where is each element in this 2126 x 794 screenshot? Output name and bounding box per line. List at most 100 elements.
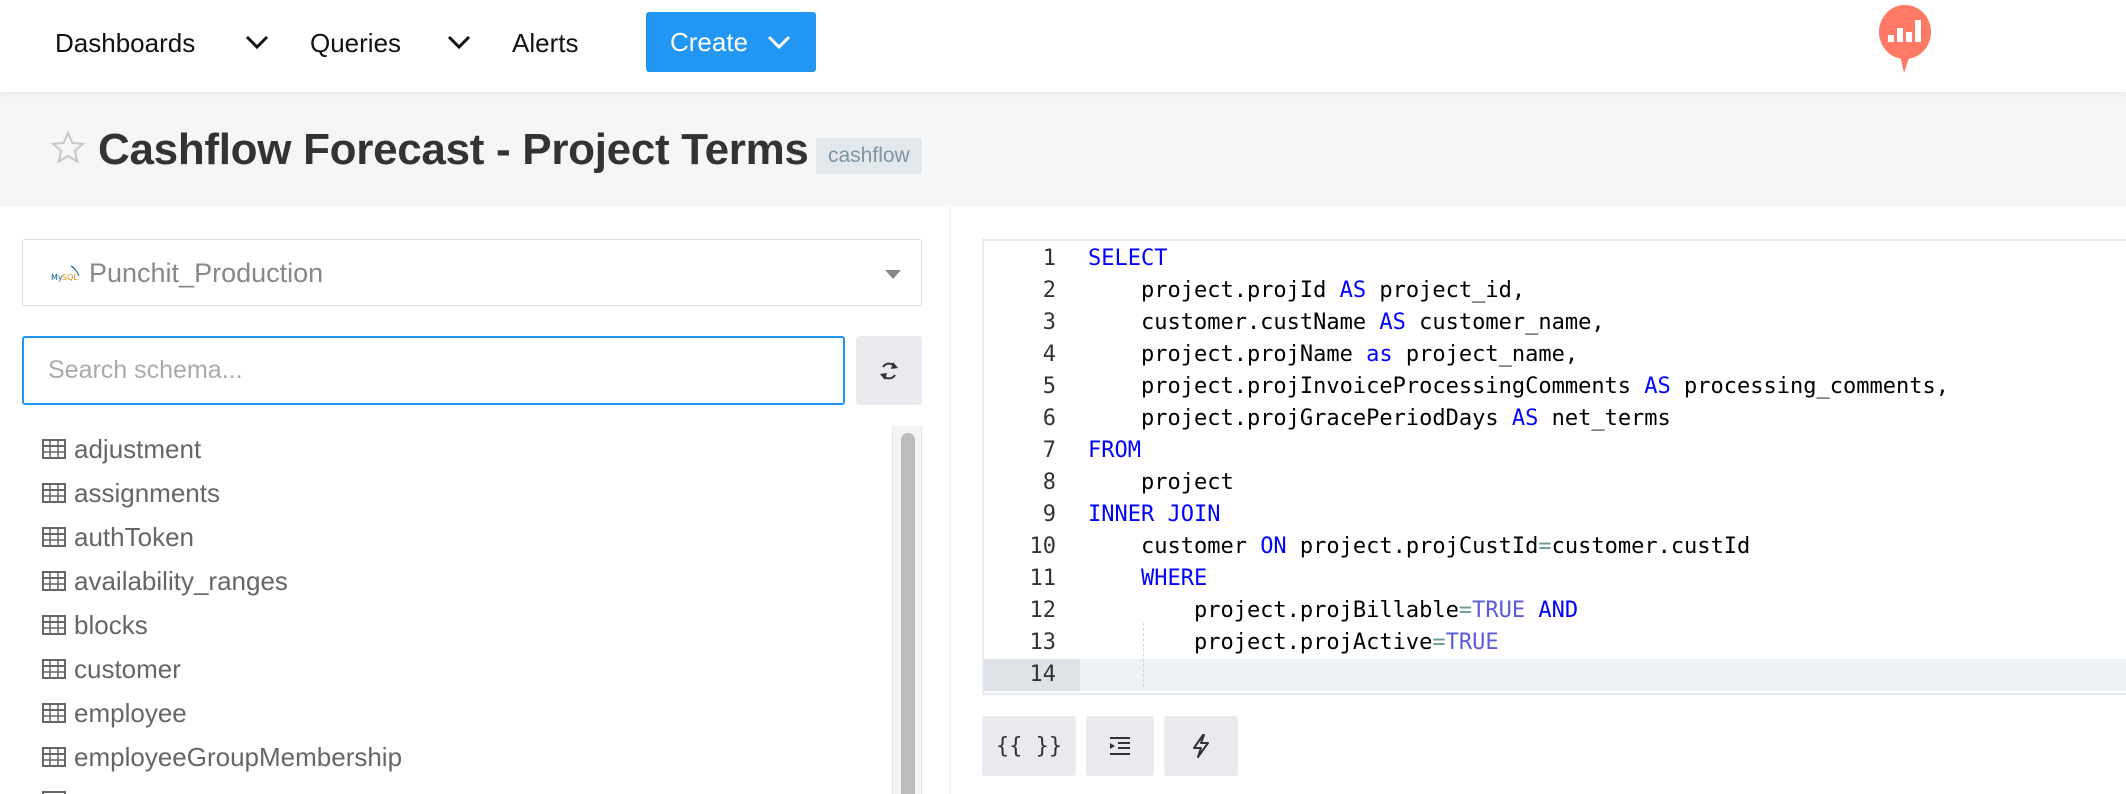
nav-dashboards[interactable]: Dashboards xyxy=(55,28,196,58)
favorite-star-icon[interactable] xyxy=(50,130,86,166)
add-parameter-button[interactable]: {{ }} xyxy=(982,716,1076,776)
sql-identifier xyxy=(1525,598,1538,623)
code-line[interactable]: 12 project.projBillable=TRUE AND xyxy=(984,595,2126,627)
schema-table-item[interactable]: employee xyxy=(42,695,187,731)
schema-table-item[interactable]: customer xyxy=(42,651,181,687)
code-line[interactable]: 10 customer ON project.projCustId=custom… xyxy=(984,531,2126,563)
top-navbar: Dashboards Queries Alerts Create xyxy=(0,0,2126,92)
table-icon xyxy=(42,659,66,679)
nav-queries[interactable]: Queries xyxy=(310,28,402,58)
sql-identifier: project.projId xyxy=(1088,278,1340,303)
code-line[interactable]: 2 project.projId AS project_id, xyxy=(984,275,2126,307)
sql-identifier: project.projInvoiceProcessingComments xyxy=(1088,374,1645,399)
autocomplete-toggle-button[interactable] xyxy=(1164,716,1238,776)
sql-identifier: customer.custName xyxy=(1088,310,1380,335)
nav-alerts[interactable]: Alerts xyxy=(512,28,579,58)
sql-identifier: project.projActive xyxy=(1088,630,1433,655)
line-number: 3 xyxy=(1042,310,1056,335)
code-text: project xyxy=(1088,467,1234,499)
page-title[interactable]: Cashflow Forecast - Project Terms xyxy=(98,125,809,174)
line-number: 5 xyxy=(1042,374,1056,399)
code-text: WHERE xyxy=(1088,563,1207,595)
code-line[interactable]: 7 FROM xyxy=(984,435,2126,467)
queries-chevron-down-icon[interactable] xyxy=(446,32,472,52)
code-line[interactable]: 13 project.projActive=TRUE xyxy=(984,627,2126,659)
schema-table-item[interactable]: blocks xyxy=(42,607,148,643)
sql-keyword: WHERE xyxy=(1140,566,1208,591)
dashboards-chevron-down-icon[interactable] xyxy=(244,32,270,52)
schema-table-list: adjustment assignments authToken availab… xyxy=(0,427,880,794)
line-number: 13 xyxy=(1029,630,1057,655)
line-number: 8 xyxy=(1042,470,1056,495)
data-source-select[interactable]: My SQL Punchit_Production xyxy=(22,239,922,306)
line-number: 2 xyxy=(1042,278,1056,303)
code-text: project.projActive=TRUE xyxy=(1088,627,1499,659)
code-line[interactable]: 14 xyxy=(984,659,2126,691)
sql-keyword: FROM xyxy=(1088,438,1141,463)
sql-identifier: project.projName xyxy=(1088,342,1367,367)
svg-text:SQL: SQL xyxy=(62,273,78,282)
sql-keyword: AS xyxy=(1339,278,1367,303)
code-line[interactable]: 8 project xyxy=(984,467,2126,499)
schema-table-item[interactable]: availability_ranges xyxy=(42,563,288,599)
sql-keyword: AS xyxy=(1379,310,1406,335)
sql-identifier: customer xyxy=(1088,534,1261,559)
data-source-name: Punchit_Production xyxy=(89,258,324,288)
sql-operator: = xyxy=(1432,630,1446,655)
code-text: project.projId AS project_id, xyxy=(1088,275,1525,307)
caret-down-icon xyxy=(885,270,901,279)
refresh-schema-button[interactable] xyxy=(856,336,922,405)
line-number: 14 xyxy=(1029,662,1057,687)
table-icon xyxy=(42,791,66,794)
schema-table-item[interactable]: assignments xyxy=(42,475,220,511)
redash-logo-icon[interactable] xyxy=(1878,5,1932,73)
sql-keyword: AND xyxy=(1538,598,1579,623)
code-line[interactable]: 3 customer.custName AS customer_name, xyxy=(984,307,2126,339)
sql-identifier xyxy=(1088,566,1141,591)
sql-identifier: project.projCustId xyxy=(1286,534,1539,559)
code-line[interactable]: 4 project.projName as project_name, xyxy=(984,339,2126,371)
code-line[interactable]: 6 project.projGracePeriodDays AS net_ter… xyxy=(984,403,2126,435)
create-button[interactable]: Create xyxy=(646,12,816,72)
indent-guide xyxy=(1143,623,1144,687)
schema-table-item[interactable]: authToken xyxy=(42,519,194,555)
sql-keyword: ON xyxy=(1260,534,1287,559)
sql-identifier: project_id, xyxy=(1366,278,1526,303)
line-number: 10 xyxy=(1029,534,1057,559)
lightning-bolt-icon xyxy=(1193,734,1209,758)
code-text: customer.custName AS customer_name, xyxy=(1088,307,1605,339)
table-icon xyxy=(42,571,66,591)
code-text: SELECT xyxy=(1088,243,1167,275)
code-line[interactable]: 5 project.projInvoiceProcessingComments … xyxy=(984,371,2126,403)
tag-badge[interactable]: cashflow xyxy=(816,138,922,174)
table-name: customer xyxy=(74,654,181,684)
table-icon xyxy=(42,439,66,459)
table-icon xyxy=(42,747,66,767)
create-button-label: Create xyxy=(670,27,749,57)
line-number: 4 xyxy=(1042,342,1056,367)
schema-scrollbar[interactable] xyxy=(892,426,922,794)
svg-text:My: My xyxy=(51,273,63,282)
sql-operator: = xyxy=(1458,598,1473,623)
schema-scrollbar-thumb[interactable] xyxy=(901,433,915,794)
format-query-button[interactable] xyxy=(1086,716,1154,776)
table-name: availability_ranges xyxy=(74,566,288,596)
line-number: 9 xyxy=(1042,502,1056,527)
schema-table-item[interactable]: employeeGroupMembership xyxy=(42,739,402,775)
sql-keyword: SELECT xyxy=(1088,246,1168,271)
sql-identifier: project_name, xyxy=(1392,342,1579,367)
table-icon xyxy=(42,615,66,635)
schema-panel: My SQL Punchit_Production adjustment ass… xyxy=(0,207,951,794)
line-number: 6 xyxy=(1042,406,1056,431)
line-number: 7 xyxy=(1042,438,1056,463)
sql-keyword: AS xyxy=(1511,406,1539,431)
code-line[interactable]: 11 WHERE xyxy=(984,563,2126,595)
search-schema-input[interactable] xyxy=(22,336,845,405)
schema-table-item[interactable]: adjustment xyxy=(42,431,201,467)
table-name: employeeGroupMembership xyxy=(74,742,403,772)
schema-table-item-partial[interactable] xyxy=(42,783,74,794)
table-icon xyxy=(42,703,66,723)
